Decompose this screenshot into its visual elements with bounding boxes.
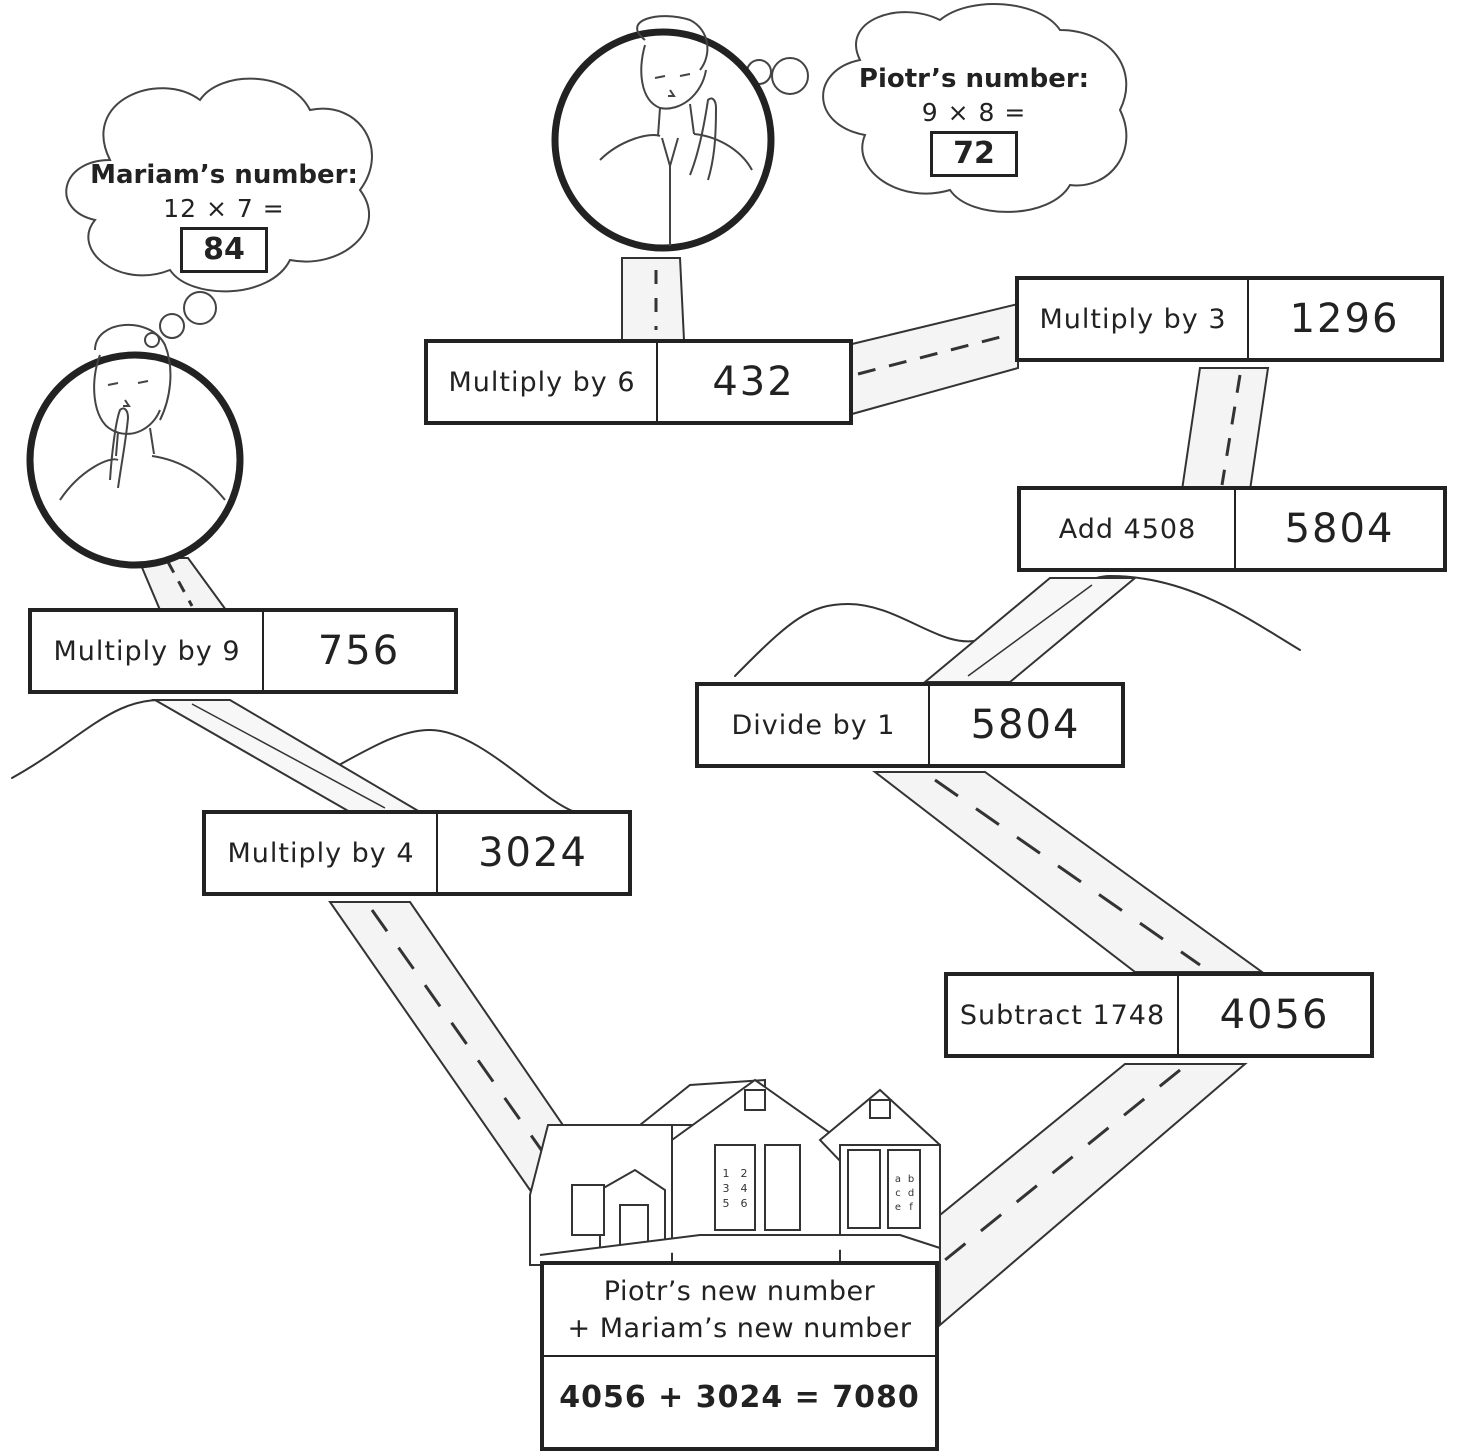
mariam-step-2: Multiply by 4 3024 bbox=[202, 810, 632, 896]
step-result: 756 bbox=[317, 628, 401, 674]
mariam-portrait bbox=[26, 323, 244, 569]
piotr-equation: 9 × 8 = bbox=[921, 98, 1027, 127]
window-number: 6 bbox=[741, 1197, 748, 1210]
step-operation: Multiply by 4 bbox=[206, 814, 438, 892]
window-letter: b bbox=[908, 1174, 914, 1185]
piotr-step-4: Divide by 1 5804 bbox=[695, 682, 1125, 768]
step-operation: Subtract 1748 bbox=[948, 976, 1179, 1054]
window-number: 5 bbox=[723, 1197, 730, 1210]
window-letter: c bbox=[895, 1188, 901, 1199]
step-result: 5804 bbox=[970, 702, 1081, 748]
step-result: 432 bbox=[712, 359, 795, 405]
step-operation: Multiply by 3 bbox=[1019, 280, 1249, 358]
final-line-2: + Mariam’s new number bbox=[567, 1313, 912, 1344]
mariam-thought: Mariam’s number: 12 × 7 = 84 bbox=[88, 160, 360, 273]
final-description: Piotr’s new number + Mariam’s new number bbox=[544, 1265, 935, 1357]
mariam-answer: 84 bbox=[180, 227, 268, 273]
road-piotr-subtract-school bbox=[939, 1063, 1248, 1328]
step-result: 5804 bbox=[1284, 506, 1395, 552]
window-number: 3 bbox=[723, 1182, 730, 1195]
mariam-thought-bubble bbox=[65, 77, 373, 348]
road-piotr-432-1296 bbox=[851, 302, 1019, 416]
window-letter: a bbox=[895, 1174, 901, 1185]
final-sum-box: Piotr’s new number + Mariam’s new number… bbox=[540, 1261, 939, 1451]
school-window-letters: a b c d e f bbox=[895, 1174, 914, 1213]
step-operation: Add 4508 bbox=[1021, 490, 1236, 568]
mariam-equation: 12 × 7 = bbox=[163, 194, 285, 223]
step-result: 3024 bbox=[478, 830, 588, 876]
step-operation: Divide by 1 bbox=[699, 686, 930, 764]
piotr-step-5: Subtract 1748 4056 bbox=[944, 972, 1374, 1058]
piotr-label: Piotr’s number: bbox=[858, 64, 1090, 94]
mariam-step-1: Multiply by 9 756 bbox=[28, 608, 458, 694]
school-building bbox=[529, 1078, 941, 1268]
piotr-step-3: Add 4508 5804 bbox=[1017, 486, 1447, 572]
final-result: 4056 + 3024 = 7080 bbox=[559, 1379, 920, 1415]
step-operation: Multiply by 6 bbox=[428, 343, 658, 421]
roads bbox=[136, 257, 1270, 1328]
road-piotr-start bbox=[621, 257, 686, 341]
road-piotr-5804-divide bbox=[922, 577, 1138, 683]
school-window-numbers: 1 2 3 4 5 6 bbox=[723, 1167, 748, 1210]
window-letter: f bbox=[909, 1202, 913, 1213]
piotr-portrait bbox=[551, 15, 775, 252]
piotr-step-1: Multiply by 6 432 bbox=[424, 339, 853, 425]
step-operation: Multiply by 9 bbox=[32, 612, 264, 690]
road-piotr-divide-subtract bbox=[872, 771, 1266, 973]
piotr-thought: Piotr’s number: 9 × 8 = 72 bbox=[854, 64, 1094, 177]
road-mariam-756-4 bbox=[151, 699, 424, 813]
step-result: 4056 bbox=[1219, 992, 1330, 1038]
mariam-label: Mariam’s number: bbox=[90, 160, 358, 190]
window-number: 1 bbox=[723, 1167, 730, 1180]
window-letter: e bbox=[895, 1202, 901, 1213]
window-letter: d bbox=[908, 1188, 914, 1199]
window-number: 2 bbox=[741, 1167, 748, 1180]
piotr-answer: 72 bbox=[930, 131, 1018, 177]
step-result: 1296 bbox=[1289, 296, 1400, 342]
piotr-step-2: Multiply by 3 1296 bbox=[1015, 276, 1444, 362]
final-line-1: Piotr’s new number bbox=[603, 1276, 876, 1307]
window-number: 4 bbox=[741, 1182, 748, 1195]
road-piotr-1296-5804 bbox=[1180, 367, 1270, 491]
